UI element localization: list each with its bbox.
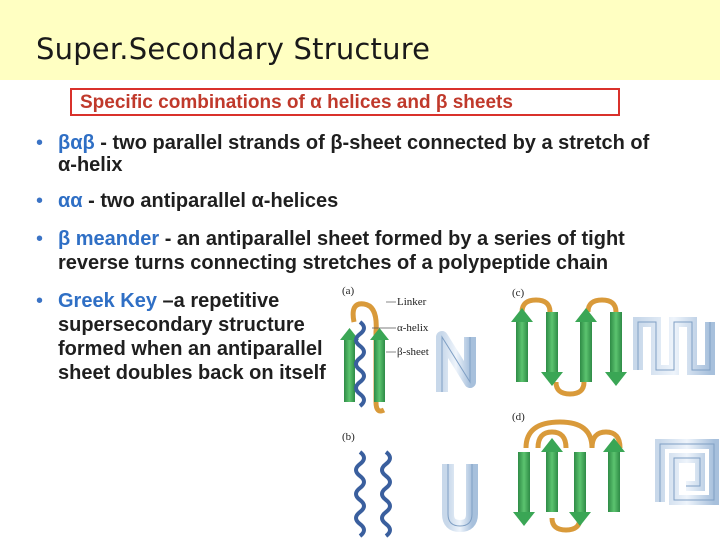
beta-strand <box>546 312 558 372</box>
bullet-term: βαβ <box>58 132 95 154</box>
slide-subtitle: Specific combinations of α helices and β… <box>80 92 513 113</box>
greek-key-topology-sketch <box>655 439 719 505</box>
subtitle-box: Specific combinations of α helices and β… <box>70 88 620 116</box>
supersecondary-figure: (a) (c) (b) (d) Linker α-helix β-sheet <box>340 285 719 538</box>
bullet-dot: • <box>36 190 44 212</box>
panel-label-c: (c) <box>512 287 525 299</box>
bullet-text: formed when an antiparallel <box>58 338 323 360</box>
bullet-text: reverse turns connecting stretches of a … <box>58 252 609 274</box>
label-helix: α-helix <box>397 322 429 334</box>
bullet-dot: • <box>36 228 44 250</box>
bullet-dot: • <box>36 290 44 312</box>
bullet-term: β meander <box>58 228 160 250</box>
panel-label-a: (a) <box>342 285 355 297</box>
strand-arrow-icon <box>605 372 627 386</box>
strand-arrow-icon <box>575 308 597 322</box>
slide-title: Super.Secondary Structure <box>36 32 431 66</box>
bullet-text: α-helix <box>58 154 123 176</box>
strand-arrow-icon <box>513 512 535 526</box>
strand-arrow-icon <box>541 438 563 452</box>
bullet-term: Greek Key <box>58 290 157 312</box>
bullet-text: supersecondary structure <box>58 314 305 336</box>
beta-strand <box>580 322 592 382</box>
loop <box>523 419 623 533</box>
greek-key-motif <box>513 419 719 533</box>
beta-strand <box>344 337 355 402</box>
panel-label-b: (b) <box>342 431 355 443</box>
beta-strand <box>516 322 528 382</box>
loop <box>519 297 619 397</box>
beta-strand <box>608 452 620 512</box>
beta-strand <box>574 452 586 512</box>
strand-arrow-icon <box>340 328 359 340</box>
meander-motif <box>511 297 715 397</box>
strand-arrow-icon <box>603 438 625 452</box>
beta-strand <box>518 452 530 512</box>
bullet-text: - two parallel strands of β-sheet connec… <box>100 132 650 154</box>
strand-arrow-icon <box>370 328 389 340</box>
alpha-helix <box>354 320 366 408</box>
linker-loop <box>350 301 386 414</box>
bullet-text: –a repetitive <box>162 290 280 312</box>
aa-topology-sketch <box>442 464 478 533</box>
aa-motif <box>354 450 478 538</box>
alpha-helix <box>380 450 392 538</box>
beta-strand <box>546 452 558 512</box>
bullet-text: - an antiparallel sheet formed by a seri… <box>164 228 625 250</box>
bullet-term: αα <box>58 190 83 212</box>
label-linker: Linker <box>397 296 427 308</box>
beta-strand <box>374 337 385 402</box>
title-band <box>0 0 720 80</box>
strand-arrow-icon <box>511 308 533 322</box>
bullet-text: sheet doubles back on itself <box>58 362 326 384</box>
bullet-dot: • <box>36 132 44 154</box>
bab-topology-sketch <box>436 331 476 392</box>
alpha-helix <box>354 450 366 538</box>
bullet-text: - two antiparallel α-helices <box>88 190 339 212</box>
beta-strand <box>610 312 622 372</box>
strand-arrow-icon <box>541 372 563 386</box>
bab-motif: Linker α-helix β-sheet <box>340 296 476 414</box>
strand-arrow-icon <box>569 512 591 526</box>
panel-label-d: (d) <box>512 411 525 423</box>
label-sheet: β-sheet <box>397 346 429 358</box>
